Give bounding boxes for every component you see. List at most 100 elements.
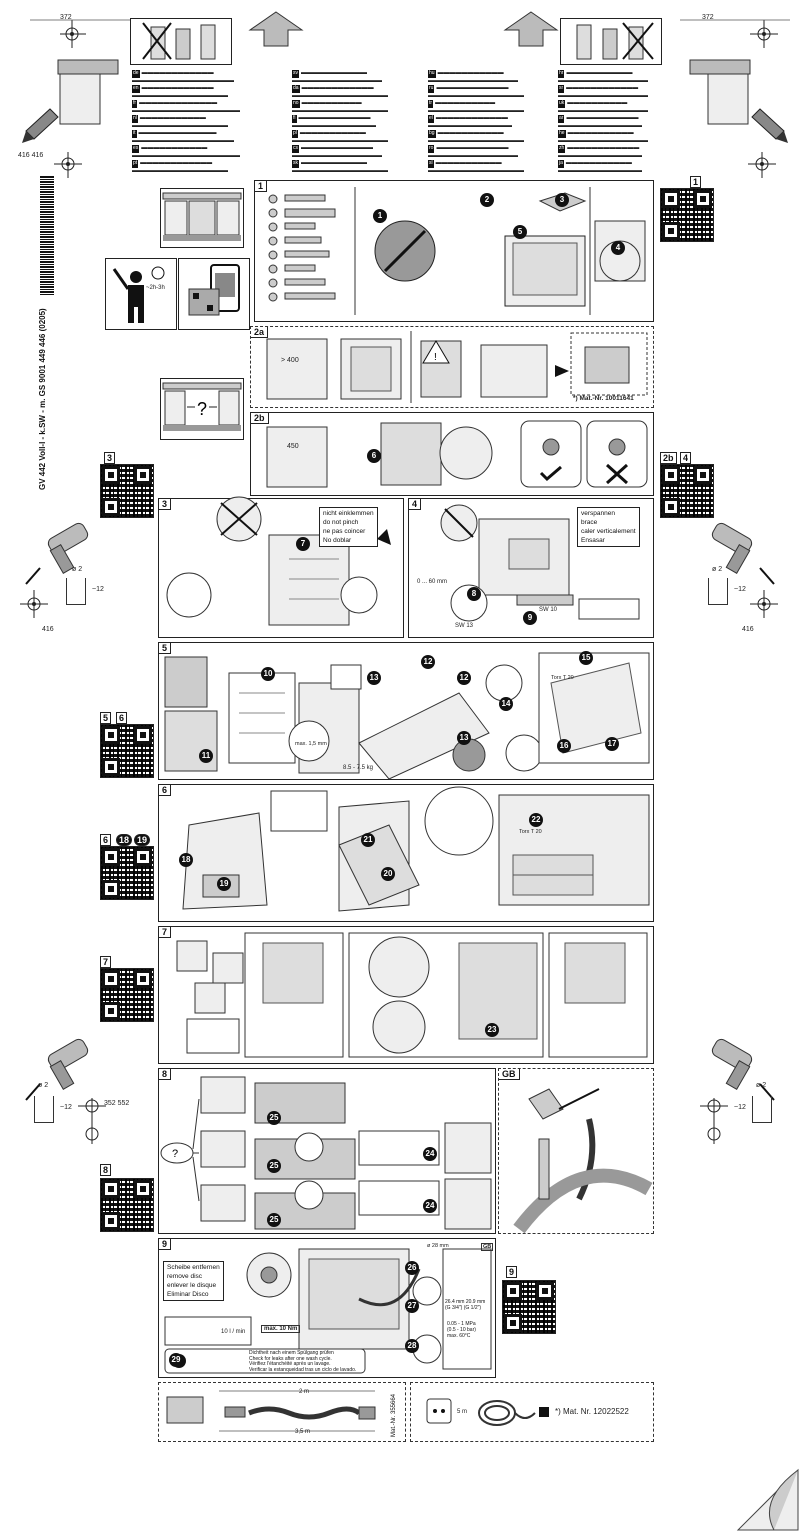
torx-t20-step6: Torx T 20 xyxy=(519,829,542,835)
step-2a-panel: 2a ! > 400 *) Mat.-Nr. 10011641 xyxy=(250,326,654,408)
qr-code-5-6[interactable] xyxy=(100,724,154,778)
barcode xyxy=(40,175,54,295)
drill-depth-left-lower: ~12 xyxy=(60,1104,72,1111)
dimension-line-left xyxy=(30,19,140,48)
max-temp: max. 60°C xyxy=(447,1333,471,1339)
do-not-pinch-box: nicht einklemmen do not pinch ne pas coi… xyxy=(319,507,378,547)
svg-text:?: ? xyxy=(172,1148,178,1160)
brace-es: Ensasar xyxy=(581,537,605,544)
safety-text-col-1: de▬▬▬▬▬▬▬▬▬▬▬▬▬▬▬▬▬▬▬▬▬▬▬▬▬▬▬▬▬en▬▬▬▬▬▬▬… xyxy=(132,70,240,174)
drill-depth-left: ~12 xyxy=(92,586,104,593)
thread-34: 26.4 mm xyxy=(445,1299,465,1305)
spine-text: GV 442 Voll-I - k.SW - m. GS 9001 449 44… xyxy=(38,308,47,490)
gb-label: GB xyxy=(499,1069,520,1080)
no-adhesive-tile-left xyxy=(130,18,232,65)
disc-fr: enlever le disque xyxy=(167,1282,217,1289)
warn-de: nicht einklemmen xyxy=(323,510,374,517)
two-persons-time-icon: ~2h-3h xyxy=(105,258,177,330)
pencil-marking-left-icon xyxy=(22,59,119,143)
step-9-number: 9 xyxy=(159,1239,172,1250)
range-label: 0 ... 60 mm xyxy=(417,579,448,585)
step-3-number: 3 xyxy=(159,499,172,510)
hose-length-35m: 3,5 m xyxy=(295,1429,311,1435)
time-label: ~2h-3h xyxy=(146,285,165,291)
sw13-label: SW 13 xyxy=(455,623,474,629)
brace-de: verspannen xyxy=(581,510,615,517)
leak-de: Dichtheit nach einem Spülgang prüfen xyxy=(249,1350,334,1356)
flow-rate: 10 l / min xyxy=(221,1329,246,1335)
disc-de: Scheibe entfernen xyxy=(167,1264,220,1271)
crosshair-left-top-icon xyxy=(54,152,82,178)
safety-text-col-2: sv▬▬▬▬▬▬▬▬▬▬▬▬▬▬▬▬▬▬▬▬▬▬▬▬▬▬da▬▬▬▬▬▬▬▬▬▬… xyxy=(292,70,388,174)
step9-gb-tag: GB xyxy=(481,1243,494,1251)
qr-code-8[interactable] xyxy=(100,1178,154,1232)
max-gap: max. 1,5 mm xyxy=(295,741,327,747)
warn-fr: ne pas coincer xyxy=(323,528,366,535)
hose-mat-nr: Mat.-Nr. 355664 xyxy=(391,1393,397,1437)
no-adhesive-tile-right xyxy=(560,18,662,65)
step-8-panel: 8 ? 25 25 25 24 24 xyxy=(158,1068,496,1234)
dimension-372-right: 372 xyxy=(702,14,714,21)
drill-diameter-left-lower: ø 2 xyxy=(38,1082,49,1089)
qr-9-label: 9 xyxy=(506,1266,518,1278)
pressure-bar: (0.5 - 10 bar) xyxy=(447,1327,476,1333)
extension-hose-panel: 2 m 3,5 m Mat.-Nr. 355664 xyxy=(158,1382,406,1442)
gb-panel: GB xyxy=(498,1068,654,1234)
step-7-panel: 7 23 xyxy=(158,926,654,1064)
drill-hole-left-lower xyxy=(34,1096,54,1123)
mat-nr-10011641: *) Mat.-Nr. 10011641 xyxy=(573,395,634,402)
qr-5-label: 5 xyxy=(100,712,112,724)
crosshair-right-mid-icon xyxy=(750,590,778,618)
qr-4-label: 4 xyxy=(680,452,692,464)
step-2a-number: 2a xyxy=(251,327,269,338)
qr-6-label: 6 xyxy=(100,834,112,846)
svg-text:?: ? xyxy=(197,399,207,419)
step-7-number: 7 xyxy=(159,927,172,938)
brace-en: brace xyxy=(581,519,598,526)
step-8-number: 8 xyxy=(159,1069,172,1080)
qr-code-2b-4[interactable] xyxy=(660,464,714,518)
step-5-number: 5 xyxy=(159,643,172,654)
dimension-line-right xyxy=(680,19,790,48)
qr-code-7[interactable] xyxy=(100,968,154,1022)
leak-en: Check for leaks after one wash cycle. xyxy=(249,1355,332,1362)
qr-code-1[interactable] xyxy=(660,188,714,242)
qr-1-label: 1 xyxy=(690,176,702,188)
drill-left-icon xyxy=(25,522,89,585)
dimension-416-pair: 416 416 xyxy=(18,152,44,159)
pipe-size: ø 28 mm xyxy=(427,1243,449,1249)
thread-sizes: 26.4 mm 20.9 mm (G 3/4") (G 1/2") xyxy=(445,1299,485,1311)
qr-3-label: 3 xyxy=(104,452,116,464)
smartphone-qr-icon xyxy=(178,258,250,330)
step-2b-number: 2b xyxy=(251,413,269,424)
warn-en: do not pinch xyxy=(323,519,359,526)
qr-code-6[interactable] xyxy=(100,846,154,900)
dim-400: > 400 xyxy=(281,357,299,364)
brace-fr: caler verticalement xyxy=(581,528,636,535)
qr-19-label: 19 xyxy=(134,834,151,846)
step-9-panel: 9 Scheibe entfernen remove disc enlever … xyxy=(158,1238,496,1378)
drill-hole-right-lower xyxy=(752,1096,772,1123)
thread-34-g: (G 3/4") xyxy=(445,1305,463,1311)
leak-es: Verificar la estanqueidad tras un ciclo … xyxy=(249,1366,357,1373)
crosshair-bracket-left-icon xyxy=(78,1098,106,1144)
sw10-label: SW 10 xyxy=(539,607,558,613)
drill-diameter-right-lower: ø 2 xyxy=(756,1082,767,1089)
power-cable-panel: 5 m *) Mat. Nr. 12022522 xyxy=(410,1382,654,1442)
dishwasher-front-illustration xyxy=(160,188,244,248)
step-4-number: 4 xyxy=(409,499,422,510)
qr-6a-label: 6 xyxy=(116,712,128,724)
qr-7-label: 7 xyxy=(100,956,112,968)
safety-text-col-4: hr▬▬▬▬▬▬▬▬▬▬▬▬▬▬▬▬▬▬▬▬▬▬▬▬▬▬sr▬▬▬▬▬▬▬▬▬▬… xyxy=(558,70,648,174)
power-mat-nr: *) Mat. Nr. 12022522 xyxy=(555,1407,629,1416)
pressure-mpa: 0.05 - 1 MPa xyxy=(447,1321,476,1327)
leak-fr: Vérifiez l'étanchéité après un lavage. xyxy=(249,1361,331,1368)
safety-text-col-3: hu▬▬▬▬▬▬▬▬▬▬▬▬▬▬▬▬▬▬▬▬▬▬▬▬▬▬ru▬▬▬▬▬▬▬▬▬▬… xyxy=(428,70,524,174)
qr-code-9[interactable] xyxy=(502,1280,556,1334)
max-torque: max. 10 Nm xyxy=(261,1325,301,1333)
water-pressure: 0.05 - 1 MPa (0.5 - 10 bar) max. 60°C xyxy=(447,1321,476,1339)
thread-12: 20.9 mm xyxy=(465,1299,486,1305)
qr-code-3[interactable] xyxy=(100,464,154,518)
drill-diameter-right: ø 2 xyxy=(712,566,723,573)
dimension-416-right: 416 xyxy=(742,626,754,633)
